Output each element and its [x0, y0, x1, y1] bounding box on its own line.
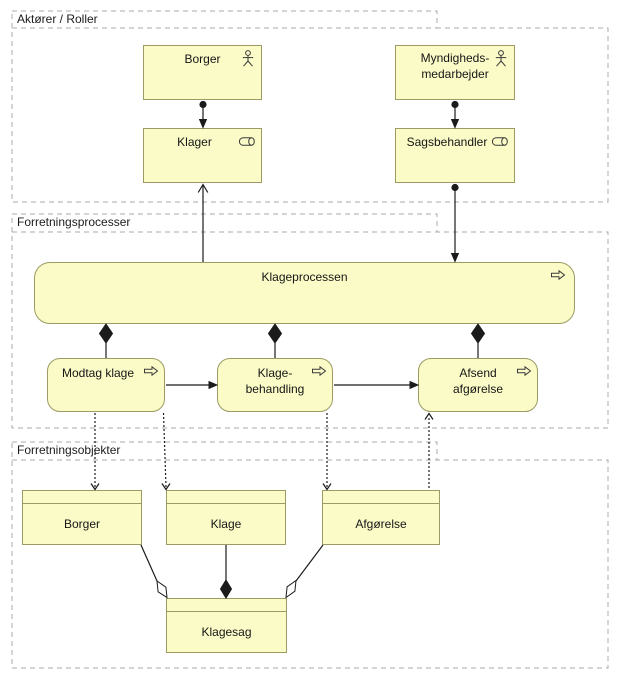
element-myndigheds-medarbejder[interactable]: Myndigheds-medarbejder — [395, 45, 515, 100]
element-borger-object[interactable]: Borger — [22, 490, 142, 545]
business-role-icon — [491, 137, 508, 146]
rel-serving-klageprocessen-to-klager[interactable] — [197, 183, 209, 263]
element-label: Myndigheds-medarbejder — [420, 51, 490, 81]
element-label: Borger — [63, 516, 101, 531]
element-label: Klage-behandling — [245, 366, 305, 396]
element-label: Afgørelse — [355, 516, 407, 531]
rel-triggering-behandling-to-afsend[interactable] — [334, 380, 420, 390]
rel-composition-klagesag-to-klage[interactable] — [219, 545, 233, 599]
business-role-icon — [238, 137, 255, 146]
element-label: Borger — [184, 52, 221, 66]
rel-composition-klageprocessen-to-klage-behandling[interactable] — [267, 323, 283, 358]
element-label: Sagsbehandler — [406, 135, 488, 149]
element-afsend-afgoerelse[interactable]: Afsend afgørelse — [418, 358, 538, 412]
element-sagsbehandler-role[interactable]: Sagsbehandler — [395, 128, 515, 183]
element-label: Klageprocessen — [261, 270, 348, 284]
group-forretningsobjekter-outline[interactable] — [11, 441, 609, 669]
rel-assignment-sagsbehandler-to-klageprocessen[interactable] — [450, 183, 460, 263]
rel-triggering-modtag-to-behandling[interactable] — [166, 380, 219, 390]
rel-aggregation-klagesag-to-afgoerelse[interactable] — [285, 544, 324, 599]
rel-assignment-borger-to-klager[interactable] — [198, 100, 208, 129]
element-label: Afsend afgørelse — [452, 366, 504, 396]
group-label-forretningsprocesser: Forretningsprocesser — [17, 215, 131, 229]
element-modtag-klage[interactable]: Modtag klage — [47, 358, 165, 412]
business-process-icon — [144, 365, 159, 377]
element-klage-behandling[interactable]: Klage-behandling — [217, 358, 333, 412]
rel-access-behandling-to-afgoerelse[interactable] — [322, 413, 332, 491]
rel-composition-klageprocessen-to-afsend-afgoerelse[interactable] — [470, 323, 486, 358]
rel-aggregation-klagesag-to-borger[interactable] — [140, 544, 168, 599]
element-klager-role[interactable]: Klager — [143, 128, 262, 183]
element-label: Klage — [210, 516, 242, 531]
rel-access-afgoerelse-to-afsend[interactable] — [424, 412, 434, 490]
group-label-forretningsobjekter: Forretningsobjekter — [17, 443, 121, 457]
group-aktoerer-roller-outline[interactable] — [11, 10, 609, 203]
element-klage-object[interactable]: Klage — [166, 490, 286, 545]
rel-access-modtag-to-klage[interactable] — [161, 412, 171, 491]
element-label: Modtag klage — [61, 366, 135, 380]
element-klageprocessen[interactable]: Klageprocessen — [34, 262, 575, 324]
element-afgoerelse-object[interactable]: Afgørelse — [322, 490, 440, 545]
group-label-aktoerer-roller: Aktører / Roller — [17, 12, 98, 26]
rel-assignment-myndigheds-to-sagsbehandler[interactable] — [450, 100, 460, 129]
element-borger-actor[interactable]: Borger — [143, 45, 262, 100]
element-label: Klagesag — [201, 624, 252, 639]
element-label: Klager — [177, 135, 212, 149]
rel-composition-klageprocessen-to-modtag-klage[interactable] — [98, 323, 114, 358]
element-klagesag-object[interactable]: Klagesag — [166, 598, 287, 653]
